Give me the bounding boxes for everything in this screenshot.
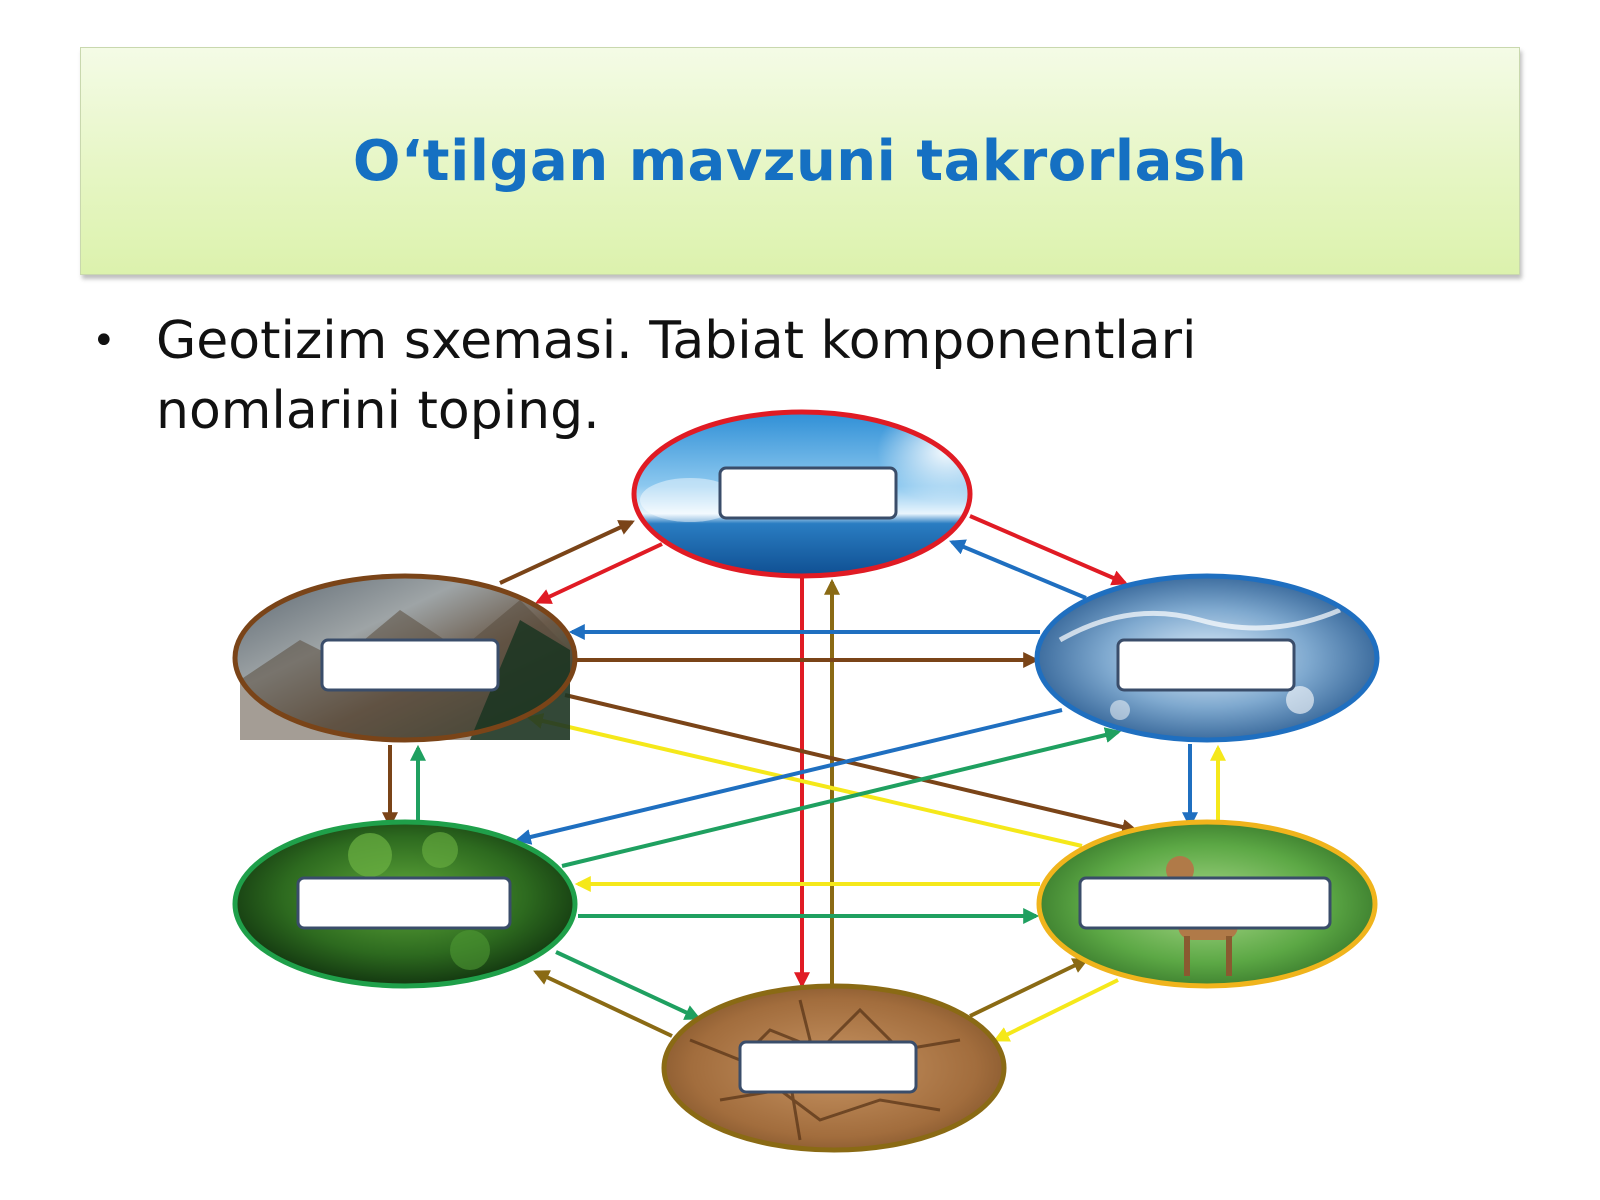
arrow-fauna-to-litho [526,713,1083,848]
answer-box[interactable] [1078,876,1332,930]
answer-box[interactable] [718,466,898,520]
bullet-item: • Geotizim sxemasi. Tabiat komponentlari… [92,306,1392,446]
deer-leg-shape [1226,936,1232,976]
arrow-fauna-to-soil [993,978,1119,1042]
leaf-cluster-shape [348,833,392,877]
arrow-soil-to-fauna [969,958,1089,1018]
arrows [382,514,1226,1042]
leaf-cluster-shape [422,832,458,868]
node-border [1036,819,1378,989]
node-lithosphere [232,573,578,743]
bullet-dot-icon: • [92,318,116,364]
water-wave-shape [1058,607,1341,643]
arrow-atmo-to-hydro [969,514,1128,586]
slide-title: O‘tilgan mavzuni takrorlash [352,128,1248,194]
node-atmosphere [631,409,975,579]
arrow-veg-to-hydro [561,727,1122,868]
answer-box[interactable] [1116,638,1296,692]
node-border [1034,573,1380,743]
node-hydrosphere [1034,573,1380,743]
answer-box[interactable] [738,1040,918,1094]
forest-slope-shape [470,620,570,740]
arrow-veg-to-soil [555,950,701,1020]
node-border [232,819,578,989]
deer-leg-shape [1184,936,1190,976]
answer-box[interactable] [320,638,500,692]
node-fauna [1036,819,1378,989]
arrow-hydro-to-atmo [949,539,1087,600]
bullet-text: Geotizim sxemasi. Tabiat komponentlari n… [156,311,1197,441]
node-border [631,409,973,579]
answer-box[interactable] [296,876,512,930]
node-border [661,983,1007,1153]
node-vegetation [232,819,578,989]
arrow-litho-to-atmo [499,520,635,585]
arrow-atmo-to-litho [535,542,663,604]
title-banner: O‘tilgan mavzuni takrorlash [80,47,1520,275]
cloud-shape [640,478,740,522]
node-soil [661,983,1007,1153]
water-drop-shape [1286,686,1314,714]
water-drop-shape [1110,700,1130,720]
leaf-cluster-shape [450,930,490,970]
node-border [232,573,578,743]
arrow-hydro-to-veg [514,708,1063,845]
arrow-soil-to-veg [533,970,673,1038]
